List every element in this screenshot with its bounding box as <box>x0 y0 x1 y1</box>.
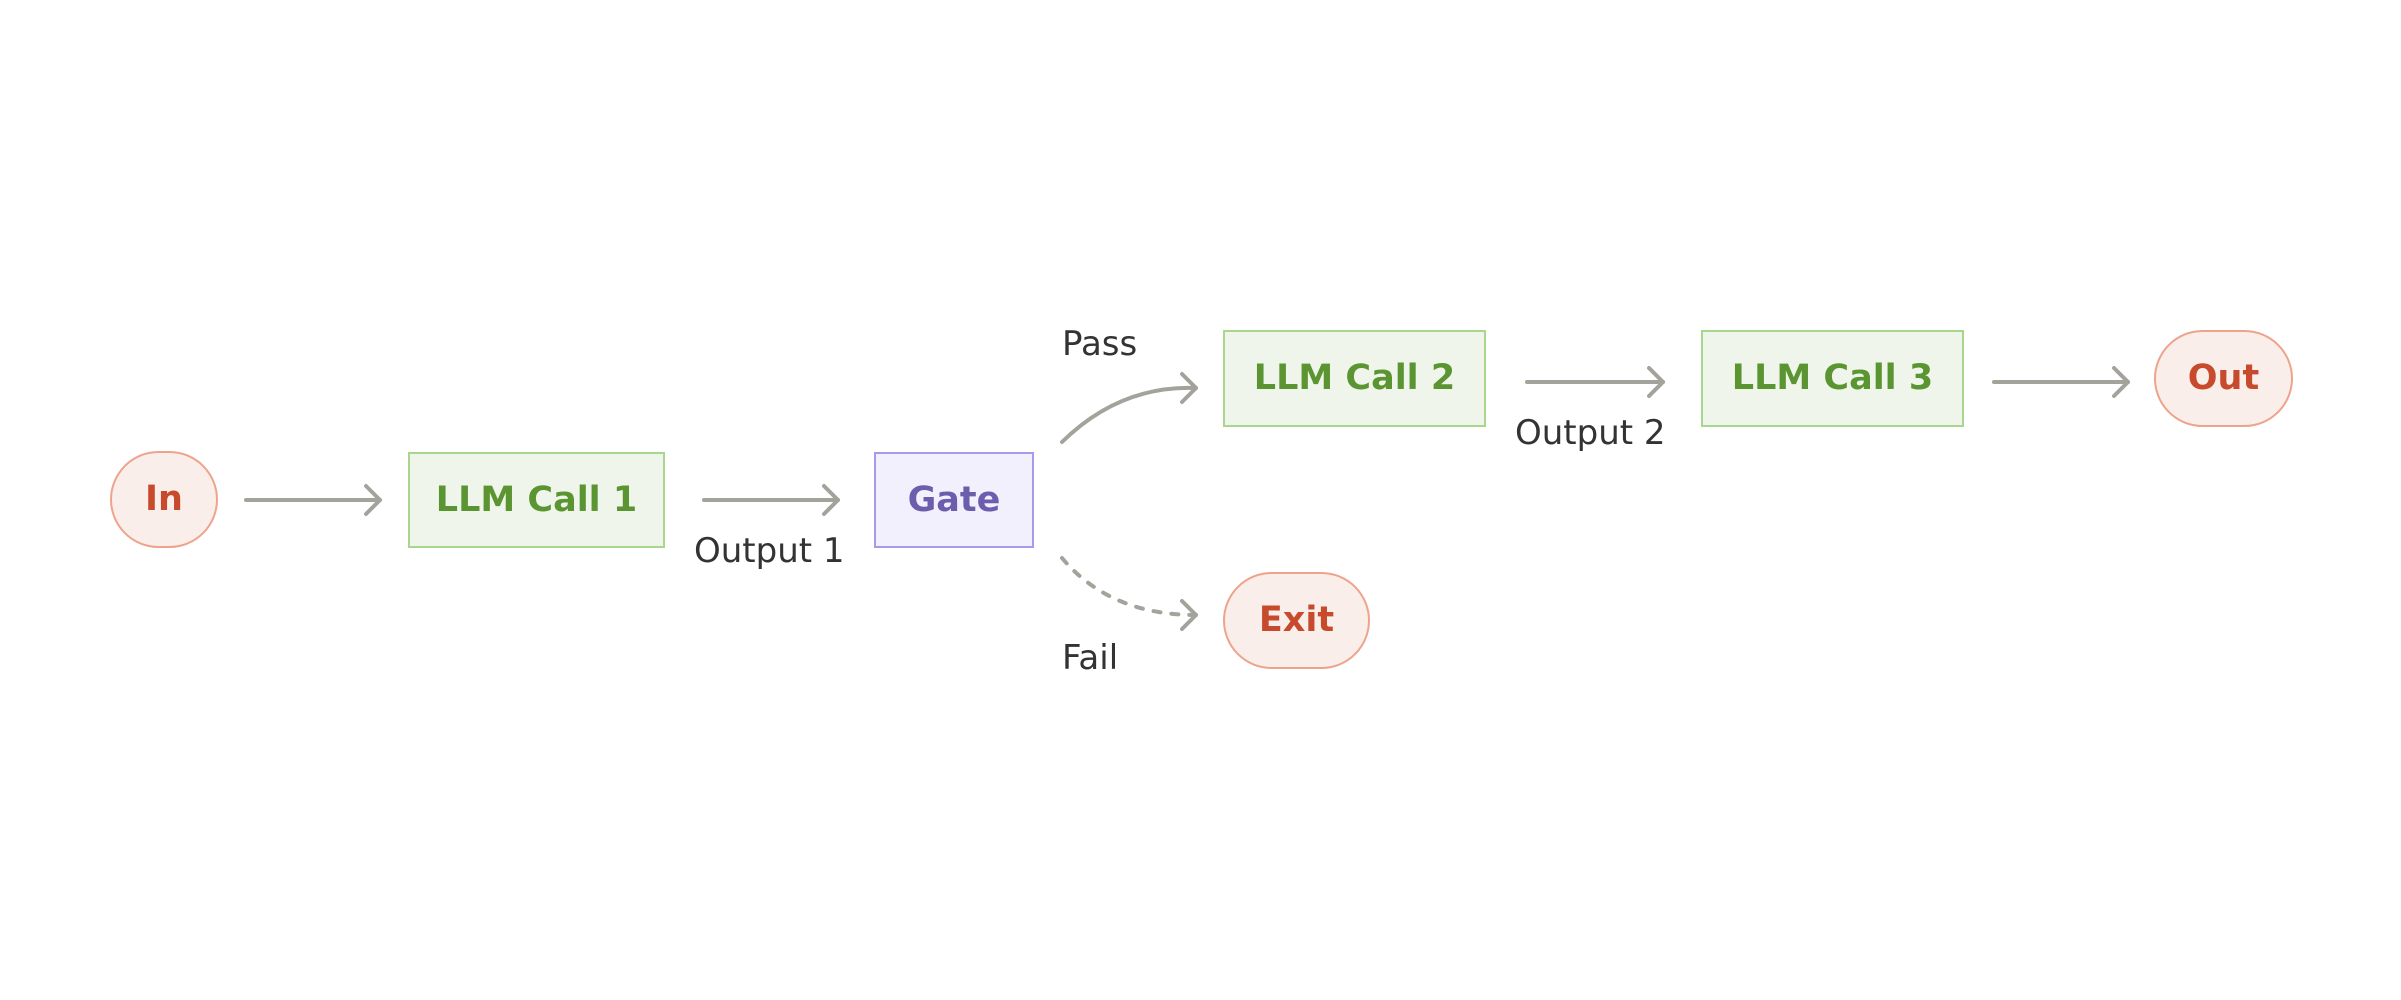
arrow-llm-call-3-to-out <box>1992 366 2130 398</box>
llm-call-3-label: LLM Call 3 <box>1731 358 1934 398</box>
arrow-gate-to-llm-call-2-pass <box>1060 372 1198 444</box>
arrow-llm-call-1-to-gate <box>702 484 840 516</box>
gate-label: Gate <box>907 479 1001 520</box>
output-2-label: Output 2 <box>1515 413 1666 453</box>
pass-label: Pass <box>1062 324 1138 364</box>
output-1-label: Output 1 <box>694 531 845 571</box>
gate-node: Gate <box>874 452 1034 548</box>
arrow-in-to-llm-call-1 <box>244 484 382 516</box>
llm-call-3-node: LLM Call 3 <box>1701 330 1964 427</box>
arrow-gate-to-exit-fail <box>1060 556 1198 631</box>
llm-call-2-node: LLM Call 2 <box>1223 330 1486 427</box>
in-node: In <box>110 451 218 548</box>
out-node: Out <box>2154 330 2293 427</box>
llm-call-2-label: LLM Call 2 <box>1253 358 1456 398</box>
exit-node: Exit <box>1223 572 1370 669</box>
llm-call-1-node: LLM Call 1 <box>408 452 665 548</box>
in-node-label: In <box>145 479 183 519</box>
exit-node-label: Exit <box>1258 600 1335 640</box>
arrow-llm-call-2-to-llm-call-3 <box>1525 366 1665 398</box>
out-node-label: Out <box>2187 358 2260 398</box>
fail-label: Fail <box>1062 638 1119 678</box>
llm-call-1-label: LLM Call 1 <box>435 479 638 520</box>
